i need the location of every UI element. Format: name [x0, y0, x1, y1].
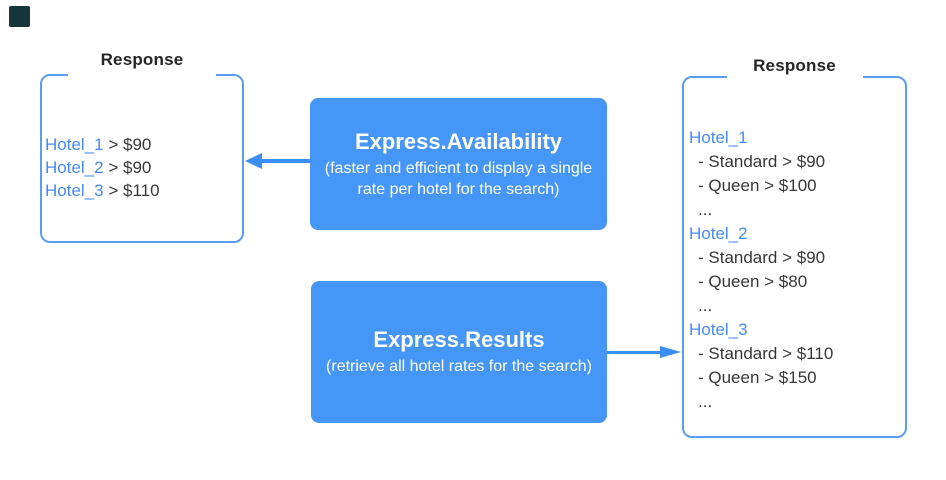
ellipsis: ... — [698, 200, 713, 219]
rate-value: > $90 — [103, 158, 152, 177]
left-response-title: Response — [100, 50, 184, 69]
results-arrow-line — [607, 351, 661, 354]
availability-arrow-line — [261, 159, 311, 163]
ellipsis: ... — [698, 392, 713, 411]
hotel-name: Hotel_2 — [45, 158, 104, 177]
availability-subtitle: (faster and efficient to display a singl… — [324, 159, 593, 198]
hotel-name: Hotel_3 — [45, 181, 104, 200]
availability-title: Express.Availability — [354, 128, 563, 154]
response-line: Hotel_1 > $90 — [45, 133, 242, 156]
rate-line: - Queen > $100 — [698, 176, 817, 195]
rate-line: - Queen > $80 — [698, 272, 808, 291]
hotel-name: Hotel_1 — [689, 128, 748, 147]
ellipsis: ... — [698, 296, 713, 315]
results-box: Express.Results (retrieve all hotel rate… — [311, 281, 607, 423]
rate-line: - Standard > $110 — [698, 344, 834, 363]
rate-line: - Standard > $90 — [698, 248, 826, 267]
results-subtitle: (retrieve all hotel rates for the search… — [326, 358, 592, 375]
results-arrowhead-right-icon — [660, 346, 681, 358]
rate-value: > $110 — [103, 181, 160, 200]
results-title: Express.Results — [373, 327, 545, 352]
rate-line: - Queen > $150 — [698, 368, 817, 387]
right-response-title: Response — [753, 56, 836, 75]
response-line: Hotel_2 > $90 — [45, 156, 242, 179]
corner-mark-icon — [9, 6, 30, 27]
availability-arrowhead-left-icon — [245, 153, 262, 169]
left-response-box: Hotel_1 > $90 Hotel_2 > $90 Hotel_3 > $1… — [40, 74, 244, 243]
rate-line: - Standard > $90 — [698, 152, 826, 171]
right-response-box: Hotel_1 - Standard > $90 - Queen > $100 … — [682, 76, 907, 438]
left-response-content: Hotel_1 > $90 Hotel_2 > $90 Hotel_3 > $1… — [42, 76, 242, 202]
right-box-border-gap — [726, 76, 863, 79]
response-line: Hotel_3 > $110 — [45, 179, 242, 202]
hotel-name: Hotel_2 — [689, 224, 748, 243]
rate-value: > $90 — [103, 135, 152, 154]
hotel-name: Hotel_1 — [45, 135, 104, 154]
hotel-name: Hotel_3 — [689, 320, 748, 339]
right-response-content: Hotel_1 - Standard > $90 - Queen > $100 … — [684, 78, 905, 414]
left-box-border-gap — [68, 74, 216, 77]
availability-box: Express.Availability (faster and efficie… — [310, 98, 607, 230]
